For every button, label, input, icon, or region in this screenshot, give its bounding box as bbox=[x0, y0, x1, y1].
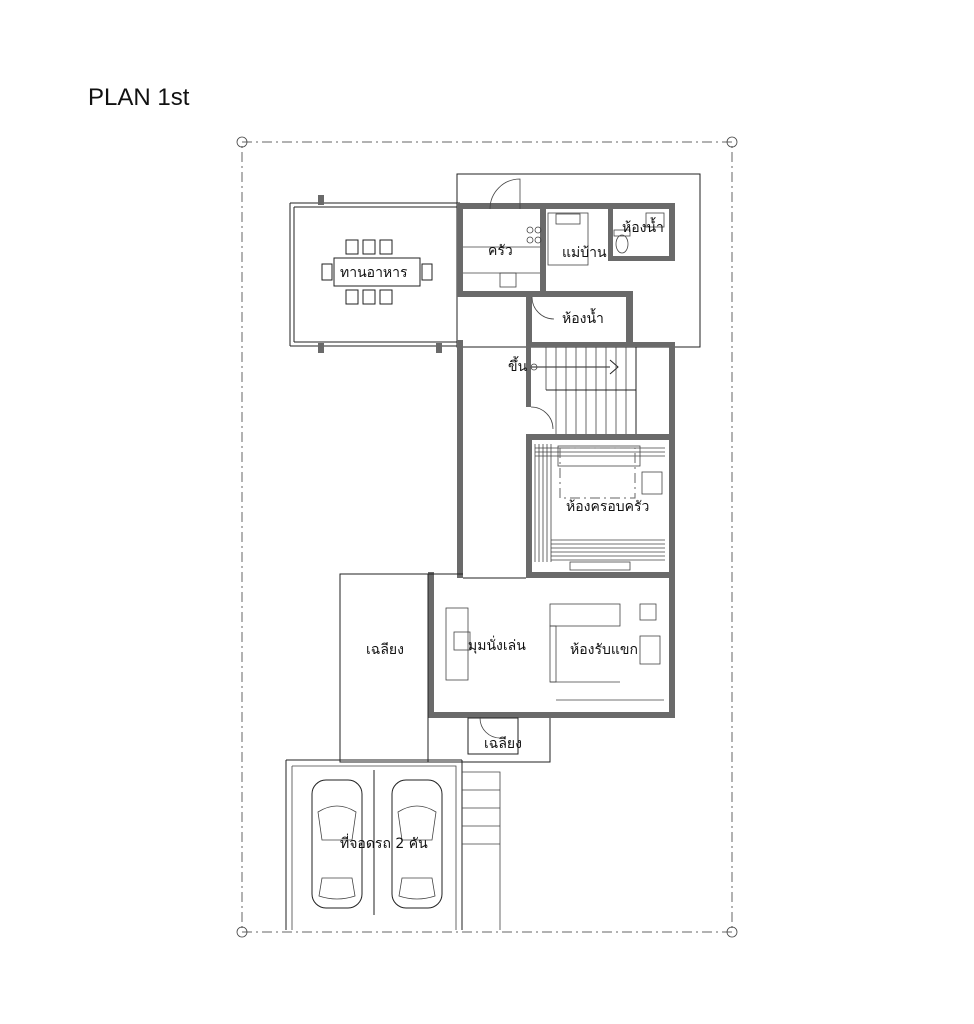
front-terrace-outline bbox=[467, 717, 519, 755]
room-label-terrace-side: เฉลียง bbox=[366, 642, 404, 658]
room-label-kitchen: ครัว bbox=[488, 243, 513, 259]
room-label-maid-room: แม่บ้าน bbox=[562, 245, 607, 261]
dining-area bbox=[289, 195, 460, 353]
living-block bbox=[428, 572, 675, 718]
room-label-corner-seat: มุมนั่งเล่น bbox=[468, 636, 526, 654]
room-label-bathroom-2: ห้องน้ำ bbox=[562, 308, 604, 327]
dining-table bbox=[333, 257, 421, 287]
garage bbox=[285, 759, 501, 930]
maid-bed bbox=[547, 212, 589, 266]
property-boundary bbox=[236, 136, 738, 938]
room-label-stairs-up: ขึ้น bbox=[508, 356, 528, 375]
car-icon bbox=[311, 779, 363, 909]
car-icon bbox=[391, 779, 443, 909]
page-title: PLAN 1st bbox=[88, 84, 190, 111]
room-label-garage: ที่จอดรถ 2 คัน bbox=[340, 834, 428, 852]
service-block bbox=[457, 178, 675, 347]
room-label-dining: ทานอาหาร bbox=[340, 265, 408, 281]
room-label-family-room: ห้องครอบครัว bbox=[566, 499, 649, 515]
living-sofa bbox=[549, 603, 621, 627]
family-room bbox=[526, 434, 675, 578]
room-label-bathroom-1: ห้องน้ำ bbox=[622, 217, 664, 236]
room-label-terrace-front: เฉลียง bbox=[484, 736, 522, 752]
room-label-living-room: ห้องรับแขก bbox=[570, 642, 638, 658]
corridor bbox=[457, 340, 526, 579]
side-terrace-outline bbox=[339, 573, 429, 763]
stairs bbox=[526, 342, 675, 578]
corner-seat-sofa bbox=[445, 607, 469, 681]
